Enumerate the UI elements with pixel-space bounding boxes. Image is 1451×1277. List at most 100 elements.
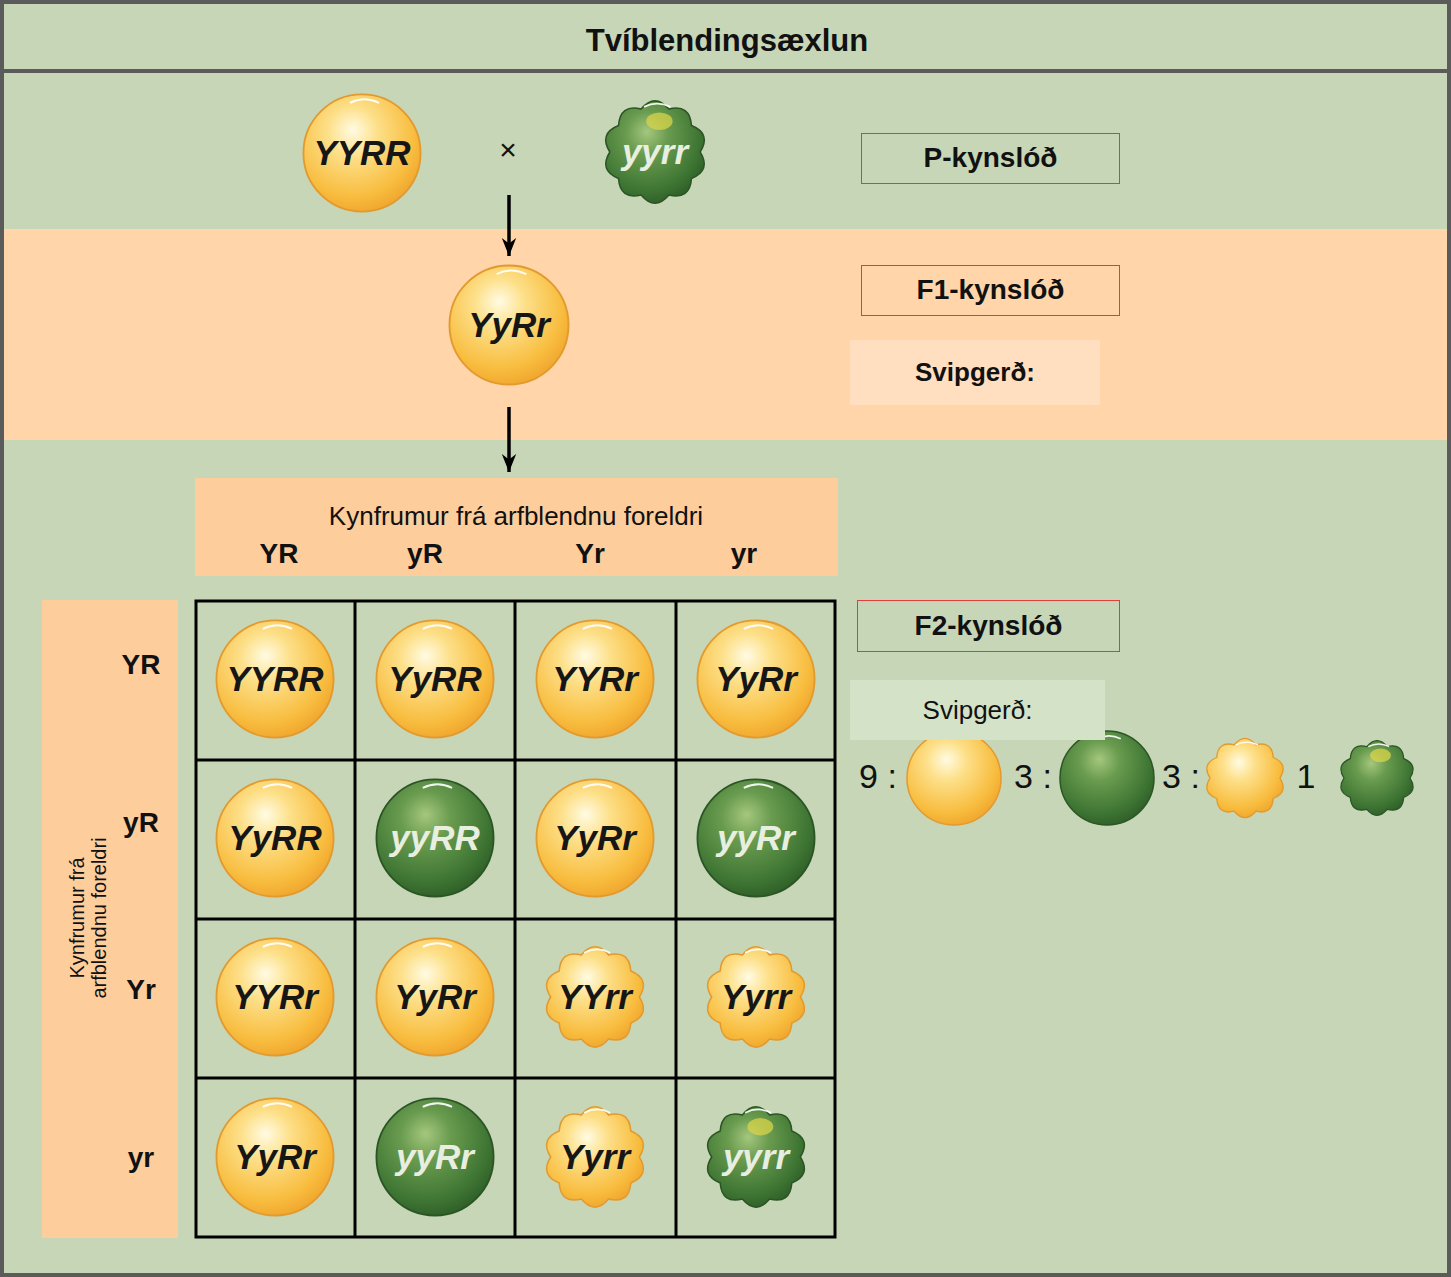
pea-body [216, 1098, 333, 1215]
pea-body [1060, 731, 1154, 825]
pea-body [376, 1098, 493, 1215]
genotype-text: YyRr [394, 978, 476, 1017]
pea-body [708, 947, 805, 1047]
pea-highlight [584, 1109, 610, 1112]
f1-band [0, 229, 1451, 440]
box-text: F1-kynslóð [917, 275, 1065, 306]
pea-offspring: YyRR [374, 618, 496, 740]
ratio-number: 3 : [1014, 759, 1052, 793]
pea-body [376, 938, 493, 1055]
gamete-text: YR [122, 650, 161, 681]
pea-offspring: YyRr [695, 618, 817, 740]
pea-offspring: YYRr [534, 618, 656, 740]
pea-parent: yyrr [600, 97, 710, 207]
punnett-grid [196, 601, 835, 1237]
box-text: P-kynslóð [924, 143, 1058, 174]
pea-highlight [263, 625, 292, 629]
pea-highlight [1236, 742, 1258, 745]
pea-highlight [744, 625, 773, 629]
pea-body [1207, 738, 1283, 817]
pea-body [907, 731, 1001, 825]
pea-highlight [350, 99, 379, 103]
ratio-number: 9 : [859, 759, 897, 793]
generation-label: F2-kynslóð [857, 600, 1120, 652]
pea-hybrid: YyRr [447, 263, 571, 387]
pea-highlight [744, 784, 773, 788]
pea-spot [646, 112, 672, 130]
pea-offspring: Yyrr [541, 1103, 649, 1211]
genotype-text: Yyrr [560, 1138, 630, 1177]
gamete-text: Yr [126, 975, 156, 1006]
pea-highlight [423, 625, 452, 629]
generation-label: P-kynslóð [861, 133, 1120, 184]
pea-highlight [423, 1103, 452, 1107]
band-heading: Kynfrumur frá arfblendnu foreldri [66, 823, 110, 1013]
pea-body [216, 938, 333, 1055]
title-rule [2, 69, 1449, 73]
genotype-text: YYrr [558, 978, 632, 1017]
phenotype-pea [1060, 731, 1154, 825]
genotype-text: YYRr [552, 660, 638, 699]
pea-highlight [1368, 744, 1389, 747]
pea-offspring: YyRr [214, 1096, 336, 1218]
genotype-text: YyRr [234, 1138, 316, 1177]
phenotype-label: Svipgerð: [850, 340, 1100, 405]
pea-offspring: yyRr [695, 777, 817, 899]
gamete-text: yr [128, 1143, 154, 1174]
gamete-text: YR [260, 539, 299, 570]
grid-line [196, 759, 835, 762]
ratio-number: 1 [1297, 759, 1316, 793]
pea-offspring: yyRr [374, 1096, 496, 1218]
genotype-text: yyRr [717, 819, 795, 858]
pea-offspring: YYRR [214, 618, 336, 740]
pea-offspring: YyRr [374, 936, 496, 1058]
gamete-text: yR [407, 539, 443, 570]
pea-parent: YYRR [301, 92, 423, 214]
phenotype-label: Svipgerð: [850, 680, 1105, 740]
genotype-text: YyRr [554, 819, 636, 858]
pea-body [376, 620, 493, 737]
box-text: Svipgerð: [915, 358, 1035, 387]
pea-highlight [583, 625, 612, 629]
genotype-text: YyRR [228, 819, 321, 858]
pea-body [376, 779, 493, 896]
pea-body [697, 620, 814, 737]
pea-offspring: YYrr [541, 943, 649, 1051]
genotype-text: Yyrr [721, 978, 791, 1017]
pea-offspring: yyrr [702, 1103, 810, 1211]
pea-body [303, 94, 420, 211]
pea-highlight [497, 270, 527, 274]
genotype-text: YYRR [226, 660, 323, 699]
cross-arrow [507, 195, 511, 256]
pea-body [697, 779, 814, 896]
pea-highlight [263, 784, 292, 788]
pea-spot [1370, 748, 1391, 762]
genotype-text: YYRr [232, 978, 318, 1017]
pea-body [536, 620, 653, 737]
genotype-text: YyRR [388, 660, 481, 699]
phenotype-pea [1341, 741, 1413, 816]
gamete-band: Kynfrumur frá arfblendnu foreldriYRyRYry… [42, 600, 178, 1238]
pea-body [216, 620, 333, 737]
pea-body [708, 1107, 805, 1207]
pea-highlight [423, 943, 452, 947]
pea-offspring: Yyrr [702, 943, 810, 1051]
pea-body [449, 265, 568, 384]
band-heading: Kynfrumur frá arfblendnu foreldri [329, 502, 703, 531]
box-text: F2-kynslóð [915, 611, 1063, 642]
pea-highlight [584, 949, 610, 952]
pea-highlight [263, 943, 292, 947]
phenotype-pea [1207, 738, 1283, 817]
genotype-text: YyRr [715, 660, 797, 699]
grid-frame [196, 601, 835, 1237]
grid-line [196, 1077, 835, 1080]
pea-offspring: YYRr [214, 936, 336, 1058]
pea-highlight [423, 784, 452, 788]
pea-body [216, 779, 333, 896]
genotype-text: yyrr [723, 1138, 789, 1177]
flow-arrow [507, 407, 511, 472]
